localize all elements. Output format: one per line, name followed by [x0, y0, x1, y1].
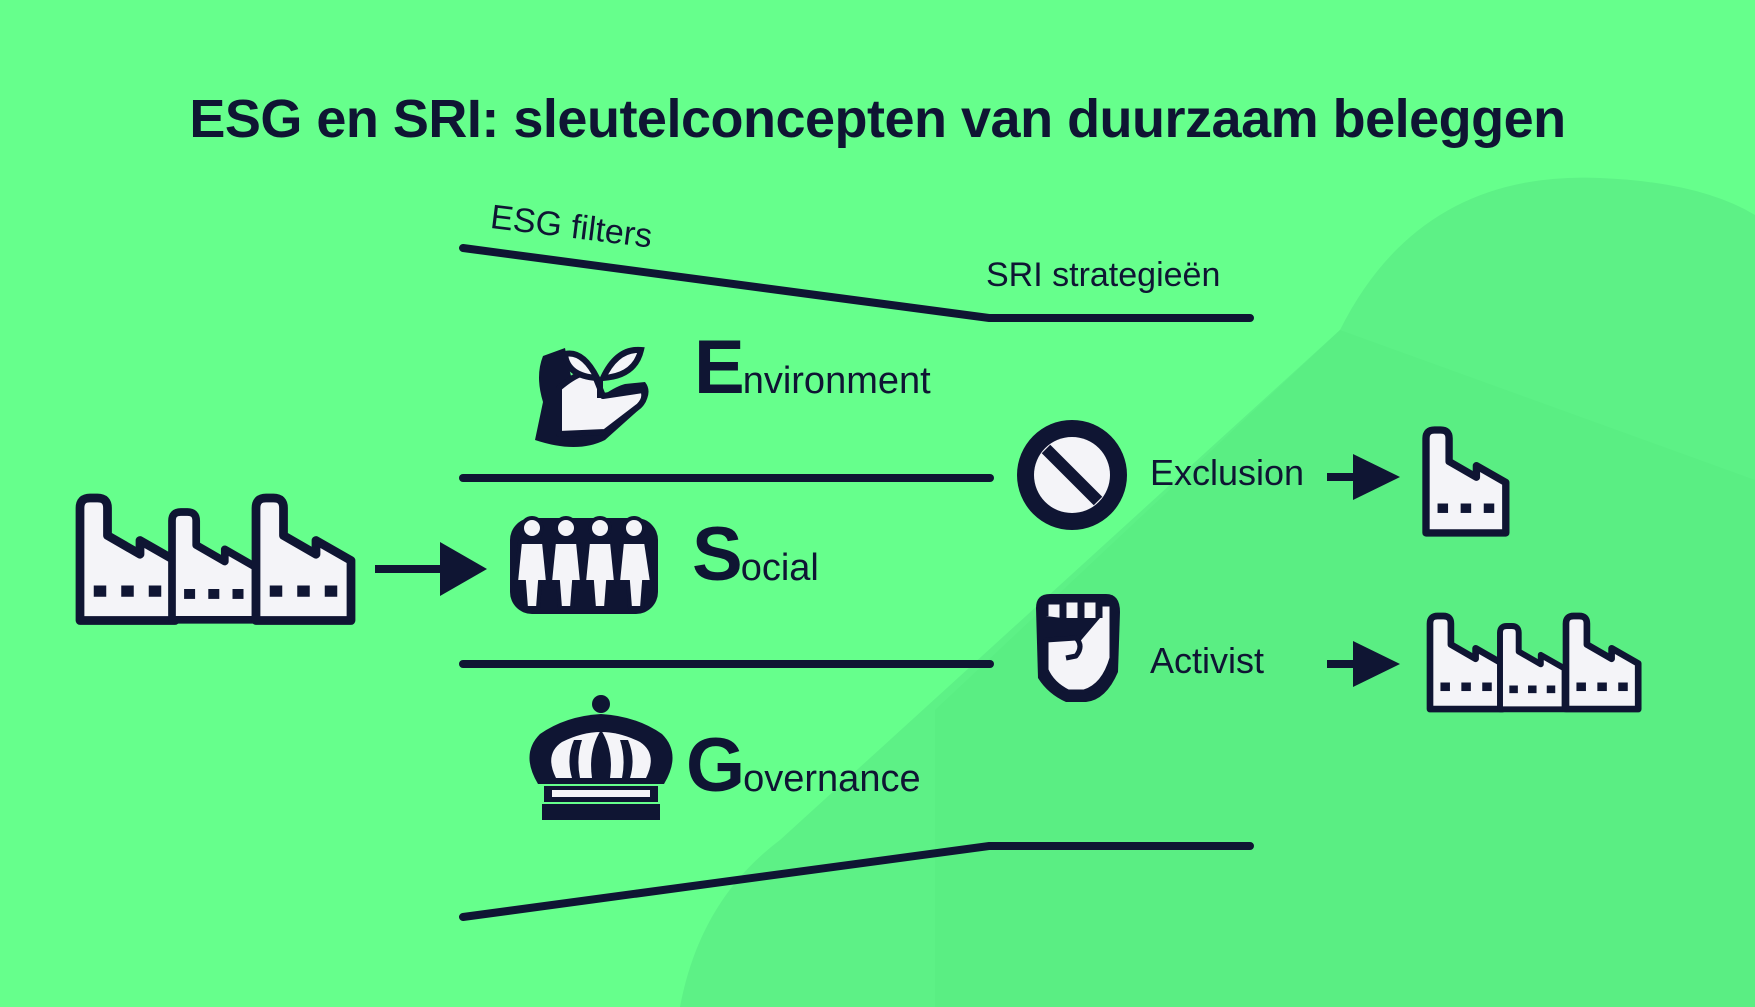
- funnel-bottom-line: [459, 842, 1254, 921]
- factory-group-icon: [80, 498, 351, 621]
- strategy-activist: Activist: [1150, 640, 1265, 681]
- single-factory-icon: [1426, 430, 1506, 533]
- pillar-governance: Governance: [686, 728, 921, 804]
- raised-fist-icon: [1036, 594, 1120, 702]
- pillar-social: Social: [692, 517, 819, 593]
- pillar-rest: nvironment: [742, 360, 931, 402]
- strategy-exclusion: Exclusion: [1150, 452, 1305, 493]
- exclusion-arrow-icon: [1327, 454, 1400, 500]
- pillar-rest: ocial: [740, 547, 819, 589]
- prohibited-icon: [1017, 420, 1127, 530]
- page-title: ESG en SRI: sleutelconcepten van duurzaa…: [189, 89, 1566, 149]
- funnel-top-line: [459, 244, 1254, 322]
- plant-in-hand-icon: [535, 346, 649, 447]
- pillar-rest: overnance: [743, 758, 921, 800]
- funnel-lines: [459, 244, 1254, 921]
- crown-icon: [529, 695, 673, 820]
- activist-arrow-icon: [1327, 641, 1400, 687]
- pillar-initial: E: [694, 325, 745, 410]
- result-factory-group-icon: [1430, 616, 1638, 709]
- arrow-icon: [375, 542, 487, 596]
- sri-strategies-label: SRI strategieën: [986, 256, 1221, 294]
- people-group-icon: [510, 516, 658, 614]
- pillar-initial: S: [692, 512, 743, 597]
- pillar-initial: G: [686, 723, 745, 808]
- pillar-environment: Environment: [694, 330, 931, 406]
